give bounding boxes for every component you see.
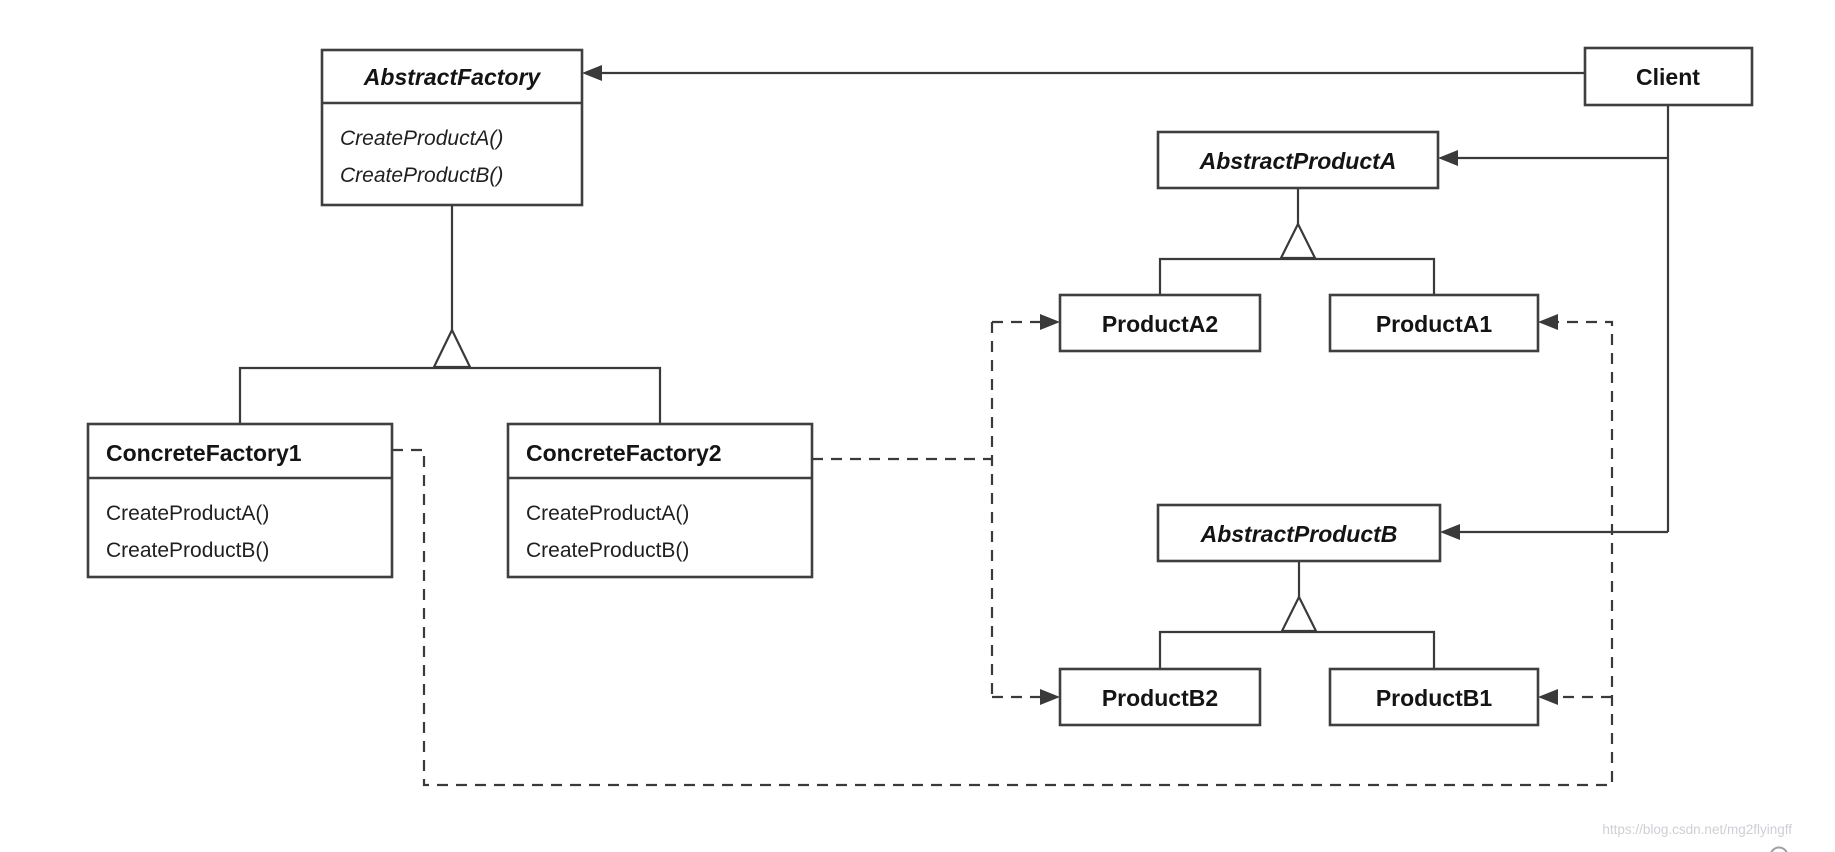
concrete-factory-1-box (86, 422, 394, 579)
product-a1-name: ProductA1 (1376, 311, 1493, 337)
abstract-product-b-box (1156, 503, 1442, 563)
class-box-abstract-product-a: AbstractProductA (1156, 130, 1440, 190)
class-box-concrete-factory-2: ConcreteFactory2 CreateProductA() Create… (506, 422, 814, 579)
arrowhead-into-abstractproducta-icon (1438, 150, 1458, 166)
abstract-product-a-name: AbstractProductA (1199, 148, 1397, 174)
concrete-factory-2-name: ConcreteFactory2 (526, 440, 722, 466)
concretefactory1-creates-path-line (392, 320, 1614, 787)
client-box (1583, 46, 1754, 107)
watermark-logo-icon (1770, 846, 1788, 852)
abstract-factory-method-b: CreateProductB() (340, 164, 503, 187)
concrete-factory-1-name: ConcreteFactory1 (106, 440, 302, 466)
product-a2-name: ProductA2 (1102, 311, 1218, 337)
abstract-product-b-name: AbstractProductB (1200, 521, 1398, 547)
class-box-abstract-product-b: AbstractProductB (1156, 503, 1442, 563)
class-box-concrete-factory-1: ConcreteFactory1 CreateProductA() Create… (86, 422, 394, 579)
abstract-factory-box (320, 48, 584, 207)
arrowhead-into-abstractfactory-icon (582, 65, 602, 81)
arrowhead-into-abstractproductb-icon (1440, 524, 1460, 540)
product-a2-box (1058, 293, 1262, 353)
watermark-url: https://blog.csdn.net/mg2flyingff (1602, 822, 1792, 837)
products-b-inheritance-connector-line (1158, 630, 1436, 669)
abstract-product-a-box (1156, 130, 1440, 190)
factories-inheritance-connector-line (238, 366, 662, 424)
arrowhead-into-productb2-icon (1040, 689, 1060, 705)
product-b2-name: ProductB2 (1102, 685, 1218, 711)
concrete-factory-2-box (506, 422, 814, 579)
product-b1-name: ProductB1 (1376, 685, 1493, 711)
products-a-inheritance-connector-line (1158, 257, 1436, 295)
concrete-factory-1-method-a: CreateProductA() (106, 502, 269, 525)
class-box-product-b1: ProductB1 (1328, 667, 1540, 727)
concrete-factory-2-method-a: CreateProductA() (526, 502, 689, 525)
class-box-product-a2: ProductA2 (1058, 293, 1262, 353)
abstract-factory-method-a: CreateProductA() (340, 127, 503, 150)
inheritance-triangle-factories-icon (432, 327, 472, 369)
product-b2-box (1058, 667, 1262, 727)
concrete-factory-1-method-b: CreateProductB() (106, 539, 269, 562)
client-name: Client (1636, 64, 1700, 90)
inheritance-triangle-products-a-icon (1279, 221, 1317, 260)
product-a1-box (1328, 293, 1540, 353)
class-box-abstract-factory: AbstractFactory CreateProductA() CreateP… (320, 48, 584, 207)
inheritance-triangle-products-b-icon (1280, 594, 1318, 633)
arrowhead-into-producta1-icon (1538, 314, 1558, 330)
arrowhead-into-producta2-icon (1040, 314, 1060, 330)
product-b1-box (1328, 667, 1540, 727)
abstract-factory-name: AbstractFactory (363, 64, 542, 90)
class-box-product-a1: ProductA1 (1328, 293, 1540, 353)
concrete-factory-2-method-b: CreateProductB() (526, 539, 689, 562)
class-box-client: Client (1583, 46, 1754, 107)
arrowhead-into-productb1-icon (1538, 689, 1558, 705)
class-box-product-b2: ProductB2 (1058, 667, 1262, 727)
